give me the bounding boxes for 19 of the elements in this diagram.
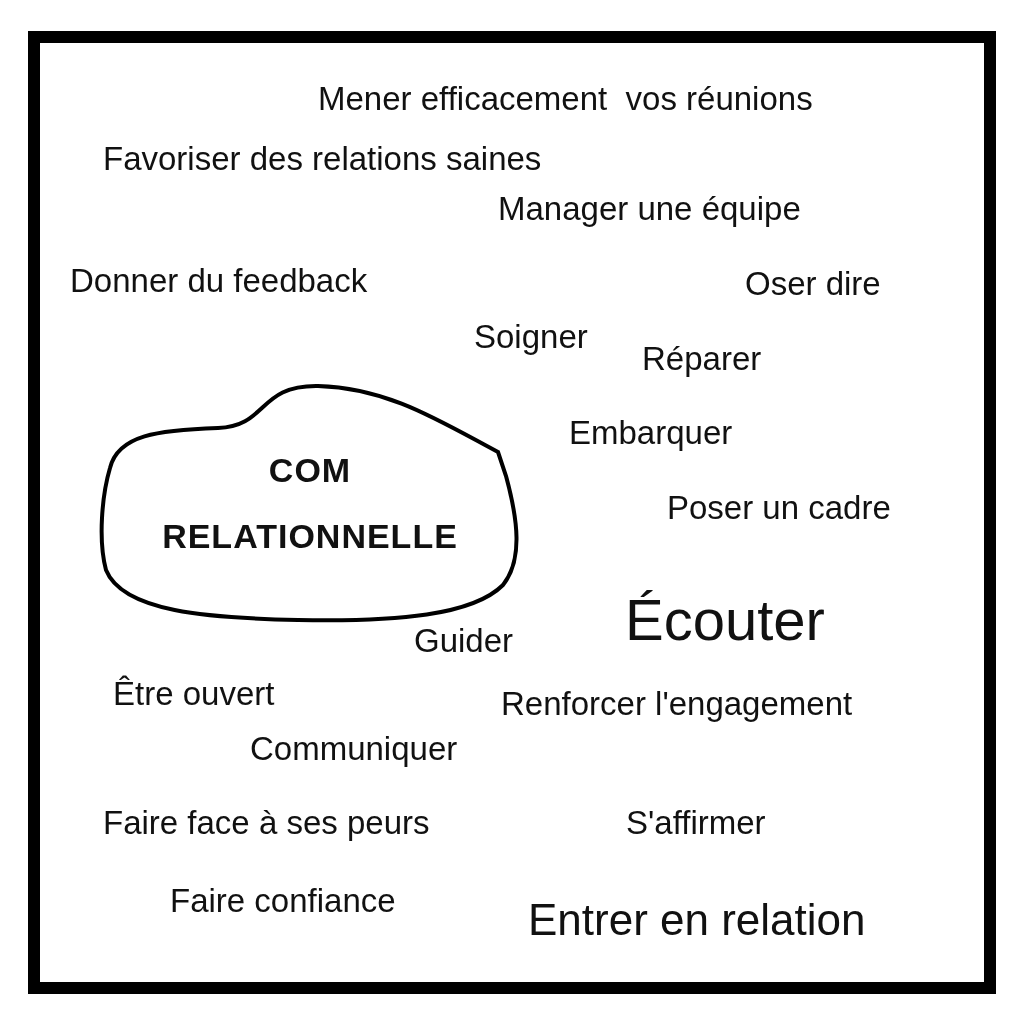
word-label: Écouter — [625, 591, 825, 649]
word-label: Favoriser des relations saines — [103, 141, 542, 175]
word-label: Oser dire — [745, 266, 881, 300]
word-label: Faire confiance — [170, 883, 396, 917]
word-label: Communiquer — [250, 731, 458, 765]
word-label: Soigner — [474, 319, 588, 353]
word-label: Manager une équipe — [498, 191, 801, 225]
word-label: Guider — [414, 623, 514, 657]
word-label: Réparer — [642, 341, 762, 375]
word-label: Mener efficacement vos réunions — [318, 81, 813, 115]
word-label: Être ouvert — [113, 676, 275, 710]
word-label: Embarquer — [569, 415, 733, 449]
word-label: Entrer en relation — [528, 898, 866, 942]
word-label: Faire face à ses peurs — [103, 805, 430, 839]
heading-text: COM RELATIONNELLE — [161, 450, 459, 557]
word-label: Donner du feedback — [70, 263, 368, 297]
word-label: Poser un cadre — [667, 490, 891, 524]
word-label: Renforcer l'engagement — [501, 686, 853, 720]
word-label: S'affirmer — [626, 805, 766, 839]
